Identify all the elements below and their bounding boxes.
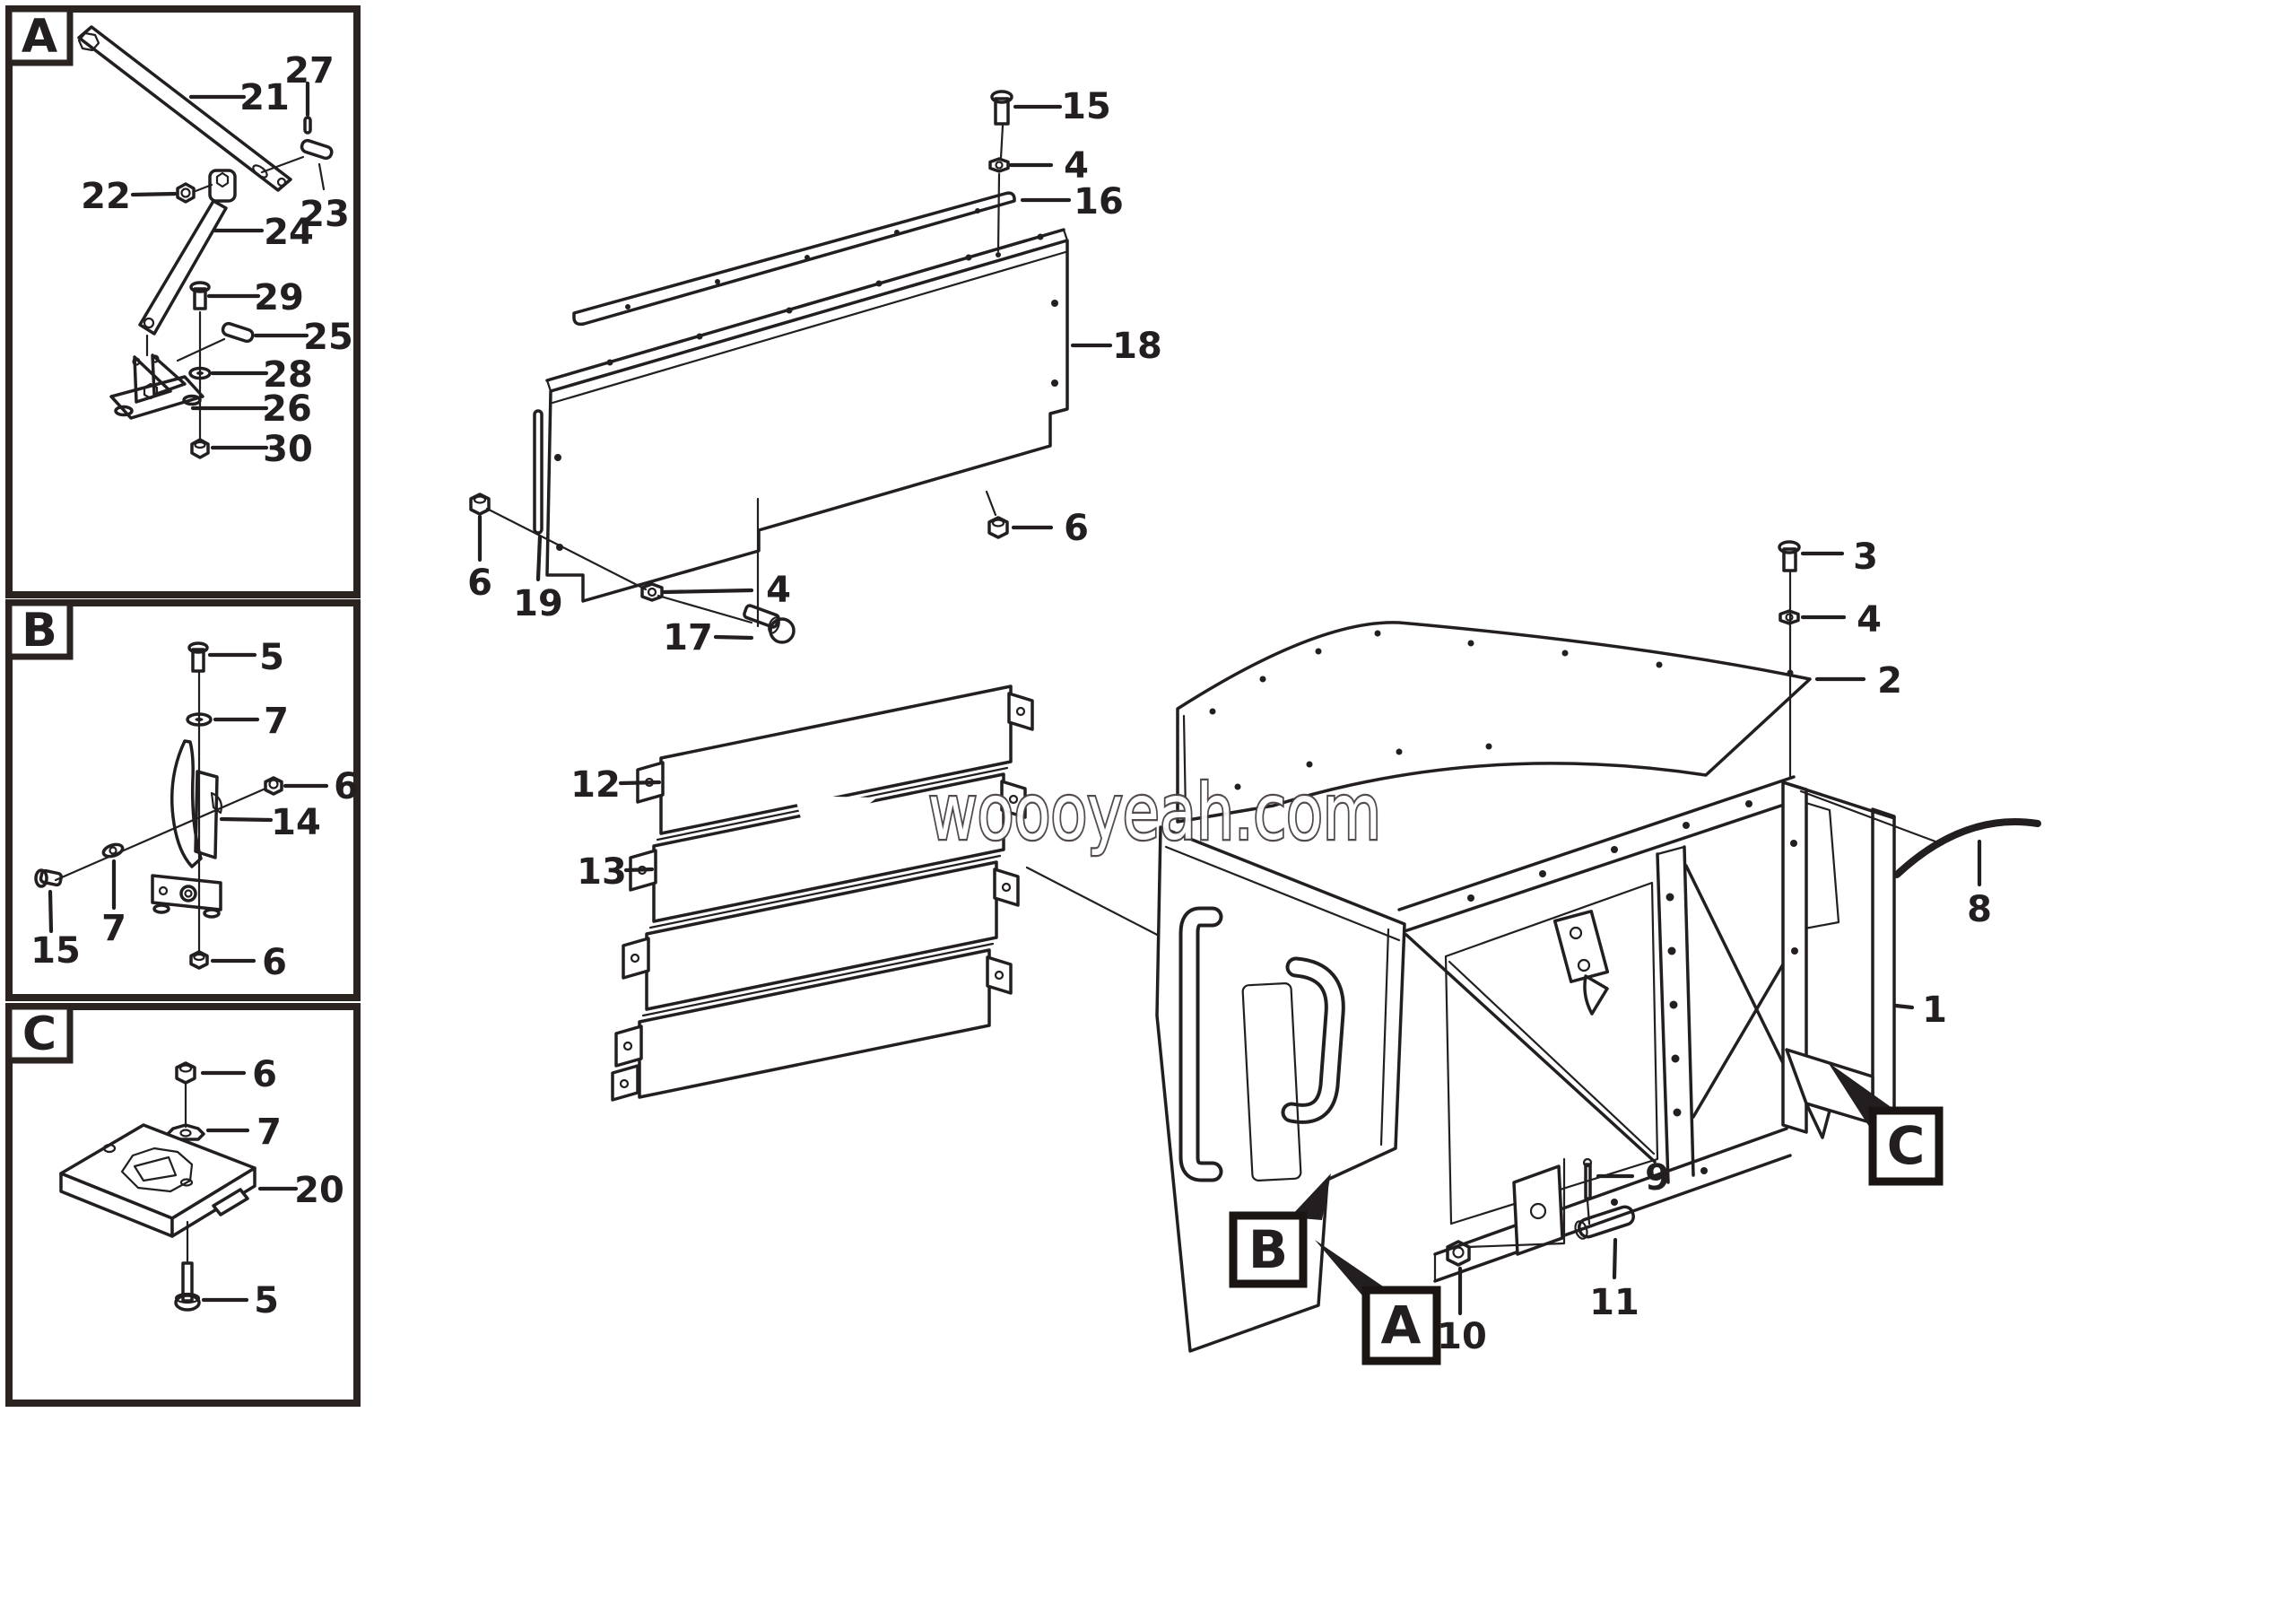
callout-label: 6 xyxy=(252,1054,277,1095)
inset-c-callouts: 6 7 20 5 xyxy=(200,1054,344,1321)
inset-box-a: A xyxy=(5,5,361,598)
detail-markers: B A C xyxy=(1229,1062,1944,1365)
top-panel-assembly xyxy=(469,90,1069,644)
inset-box-b: B xyxy=(5,599,361,1001)
inset-tab-c xyxy=(5,1003,74,1064)
callout-label: 6 xyxy=(262,942,287,983)
callout-label: 5 xyxy=(259,637,284,678)
inset-tab-c-letter: C xyxy=(22,1007,57,1061)
marker-letter-b: B xyxy=(1248,1219,1288,1280)
callout-label: 13 xyxy=(577,851,627,893)
callout-label: 4 xyxy=(1857,599,1882,641)
callout-label: 7 xyxy=(257,1112,282,1153)
callout-label: 7 xyxy=(101,908,126,949)
callout-label: 4 xyxy=(766,570,791,611)
inset-a-callouts: 27 21 22 23 24 29 25 28 26 30 xyxy=(81,50,353,470)
callout-label: 10 xyxy=(1437,1316,1487,1357)
callout-label: 25 xyxy=(303,317,353,358)
inset-tab-b-letter: B xyxy=(22,604,57,658)
callout-label: 21 xyxy=(239,77,290,118)
inset-box-c: C 6 7 xyxy=(5,1003,361,1407)
inset-b-drawing xyxy=(34,641,283,970)
callout-label: 19 xyxy=(513,583,563,624)
callout-label: 1 xyxy=(1922,990,1947,1031)
callout-label: 26 xyxy=(262,388,312,430)
grille-assembly xyxy=(611,685,1166,1102)
callout-label: 7 xyxy=(264,701,289,742)
callout-label: 15 xyxy=(30,930,81,972)
inset-c-drawing xyxy=(59,1061,257,1312)
callout-label: 24 xyxy=(264,212,314,253)
callout-label: 23 xyxy=(300,194,350,235)
marker-box-c xyxy=(1868,1106,1944,1186)
right-callouts: 3 4 2 8 1 9 11 10 xyxy=(1437,536,1992,1357)
callout-label: 27 xyxy=(284,50,335,92)
main-frame-assembly xyxy=(1155,540,2041,1353)
marker-letter-a: A xyxy=(1381,1295,1422,1356)
center-callouts: 15 4 16 18 6 6 19 4 17 12 13 xyxy=(467,86,1162,893)
inset-a-drawing xyxy=(77,25,334,459)
marker-box-a xyxy=(1361,1286,1441,1365)
callout-label: 6 xyxy=(334,766,359,807)
inset-tab-b xyxy=(5,599,74,660)
callout-label: 14 xyxy=(271,802,321,843)
callout-label: 28 xyxy=(263,354,313,396)
inset-tab-a xyxy=(5,5,74,66)
callout-label: 17 xyxy=(663,617,713,658)
callout-label: 29 xyxy=(254,277,304,318)
callout-label: 22 xyxy=(81,176,131,217)
callout-label: 9 xyxy=(1645,1157,1670,1199)
callout-label: 6 xyxy=(467,562,492,604)
callout-label: 2 xyxy=(1877,660,1902,702)
callout-label: 11 xyxy=(1589,1282,1639,1323)
marker-letter-c: C xyxy=(1887,1115,1926,1176)
callout-label: 20 xyxy=(294,1170,344,1211)
callout-label: 30 xyxy=(263,429,313,470)
callout-label: 4 xyxy=(1064,145,1089,187)
callout-label: 16 xyxy=(1074,181,1124,222)
inset-b-callouts: 5 7 6 14 7 15 6 xyxy=(30,637,359,983)
marker-box-b xyxy=(1229,1211,1308,1288)
inset-tab-a-letter: A xyxy=(22,10,57,64)
callout-label: 15 xyxy=(1061,86,1111,127)
callout-label: 3 xyxy=(1853,536,1878,578)
callout-label: 8 xyxy=(1967,889,1992,930)
callout-label: 6 xyxy=(1064,508,1089,549)
watermark-text: woooyeah.com xyxy=(928,768,1381,858)
callout-label: 18 xyxy=(1112,326,1162,367)
callout-label: 12 xyxy=(570,764,621,806)
callout-label: 5 xyxy=(254,1280,279,1321)
